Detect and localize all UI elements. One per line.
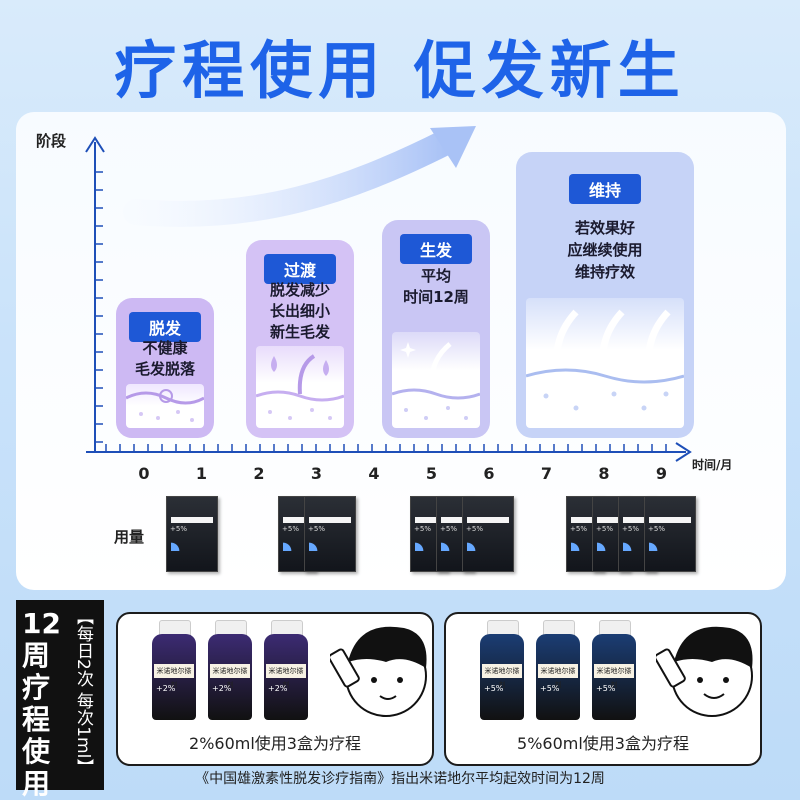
stage-desc-line-1: 平均 [420, 267, 451, 285]
y-axis-ticks [95, 171, 103, 443]
page-title: 疗程使用 促发新生 [114, 34, 686, 107]
stage-badge: 脱发 [128, 312, 202, 342]
growth-arrow [123, 129, 459, 227]
person-applying-icon [330, 626, 427, 717]
bottle-body: 米诺地尔搽剂+5% [480, 634, 524, 720]
skin-layer-icon [125, 389, 205, 422]
stage-badge: 过渡 [263, 254, 337, 284]
dosage-label: 用量 [114, 528, 145, 546]
stage-desc-line-2: 应继续使用 [567, 241, 643, 259]
x-tick-label: 4 [368, 464, 380, 483]
stage-desc-line-1: 脱发减少 [269, 281, 330, 299]
bottle-strength: +2% [212, 684, 232, 693]
product-caption: 2%60ml使用3盒为疗程 [189, 734, 361, 753]
box-strength: +5% [440, 525, 457, 533]
medicine-box: +5% [462, 496, 514, 572]
stage-desc-line-2: 毛发脱落 [134, 360, 195, 378]
box-strength: +5% [596, 525, 613, 533]
bottle-label: 米诺地尔搽剂 [482, 664, 522, 689]
box-strength: +5% [570, 525, 587, 533]
bottle-body: 米诺地尔搽剂+2% [264, 634, 308, 720]
box-strength: +5% [414, 525, 431, 533]
stage-card-growth: 生发 平均 时间12周 [382, 220, 490, 438]
product-bottle: 米诺地尔搽剂+2% [152, 620, 196, 720]
x-axis-label: 时间/月 [692, 458, 733, 472]
x-tick-label: 2 [253, 464, 265, 483]
bottle-label: 米诺地尔搽剂 [154, 664, 194, 689]
course-side-note: 【每日2次 每次1ml】 [73, 608, 93, 776]
bottle-strength: +2% [268, 684, 288, 693]
product-bottle: 米诺地尔搽剂+2% [208, 620, 252, 720]
stage-desc-line-3: 新生毛发 [269, 323, 330, 341]
stage-desc-line-2: 时间12周 [403, 288, 469, 306]
stage-card-maintain: 维持 若效果好 应继续使用 维持疗效 [516, 152, 694, 438]
x-tick-label: 3 [310, 464, 323, 483]
bottle-strength: +5% [484, 684, 504, 693]
stage-badge: 生发 [399, 234, 473, 264]
course-section: 12周疗程使用 【每日2次 每次1ml】 米诺地尔搽剂+2%米诺地尔搽剂+2%米… [16, 600, 786, 800]
course-side-title: 12周疗程使用 [22, 607, 61, 800]
product-bottle: 米诺地尔搽剂+5% [592, 620, 636, 720]
medicine-box: +5% [166, 496, 218, 572]
bottle-label: 米诺地尔搽剂 [594, 664, 634, 689]
hair-growth-icon [391, 342, 481, 420]
y-axis-arrow [85, 136, 105, 153]
bottle-body: 米诺地尔搽剂+2% [152, 634, 196, 720]
bottle-label: 米诺地尔搽剂 [210, 664, 250, 689]
stage-badge: 维持 [568, 174, 642, 204]
product-bottle: 米诺地尔搽剂+5% [480, 620, 524, 720]
bottle-label: 米诺地尔搽剂 [266, 664, 306, 689]
hair-sprout-icon [255, 354, 345, 420]
stage-card-transition: 过渡 脱发减少 长出细小 新生毛发 [246, 240, 354, 438]
product-panel-2pct: 米诺地尔搽剂+2%米诺地尔搽剂+2%米诺地尔搽剂+2% 2%60ml使用3盒为疗… [116, 612, 434, 766]
skin-illustration [125, 384, 205, 428]
bottle-label: 米诺地尔搽剂 [538, 664, 578, 689]
x-axis-arrow [675, 442, 692, 462]
x-tick-label: 8 [598, 464, 610, 483]
x-tick-label: 5 [425, 464, 438, 483]
medicine-box: +5% [304, 496, 356, 572]
y-axis-label: 阶段 [36, 132, 67, 150]
stage-chart-svg [85, 126, 692, 462]
skin-illustration [525, 298, 685, 428]
bottle-body: 米诺地尔搽剂+5% [536, 634, 580, 720]
stage-desc-line-1: 若效果好 [574, 219, 635, 237]
course-side-banner: 12周疗程使用 【每日2次 每次1ml】 [16, 600, 104, 800]
bottle-strength: +5% [596, 684, 616, 693]
x-axis-minor-ticks [105, 444, 667, 452]
stage-desc-line-2: 长出细小 [269, 302, 330, 320]
x-tick-label: 1 [195, 464, 208, 483]
product-caption: 5%60ml使用3盒为疗程 [517, 734, 689, 753]
product-bottle: 米诺地尔搽剂+5% [536, 620, 580, 720]
medicine-box: +5% [644, 496, 696, 572]
bottle-strength: +5% [540, 684, 560, 693]
full-hair-icon [525, 309, 685, 411]
x-tick-label: 0 [138, 464, 150, 483]
box-strength: +5% [170, 525, 187, 533]
x-tick-label: 7 [540, 464, 553, 483]
stage-chart-panel: 阶段 时间/月 0 1 2 3 4 5 6 7 8 9 脱发 不健康 毛发脱落 过渡 脱发减少 长… [16, 112, 786, 590]
bottle-strength: +2% [156, 684, 176, 693]
person-applying-icon [656, 626, 753, 717]
box-strength: +5% [466, 525, 483, 533]
x-tick-label: 6 [483, 464, 495, 483]
bottle-body: 米诺地尔搽剂+5% [592, 634, 636, 720]
product-bottle: 米诺地尔搽剂+2% [264, 620, 308, 720]
x-tick-label: 9 [655, 464, 668, 483]
box-strength: +5% [622, 525, 639, 533]
guideline-footnote: 《中国雄激素性脱发诊疗指南》指出米诺地尔平均起效时间为12周 [195, 771, 605, 787]
bottle-body: 米诺地尔搽剂+2% [208, 634, 252, 720]
growth-arrow-head [430, 126, 476, 168]
box-strength: +5% [282, 525, 299, 533]
box-strength: +5% [308, 525, 325, 533]
stage-desc-line-3: 维持疗效 [574, 263, 635, 281]
box-strength: +5% [648, 525, 665, 533]
product-panel-5pct: 米诺地尔搽剂+5%米诺地尔搽剂+5%米诺地尔搽剂+5% 5%60ml使用3盒为疗… [444, 612, 762, 766]
stage-desc-line-1: 不健康 [142, 339, 188, 357]
skin-illustration [391, 332, 481, 428]
skin-illustration [255, 346, 345, 428]
stage-card-hair-loss: 脱发 不健康 毛发脱落 [116, 298, 214, 438]
